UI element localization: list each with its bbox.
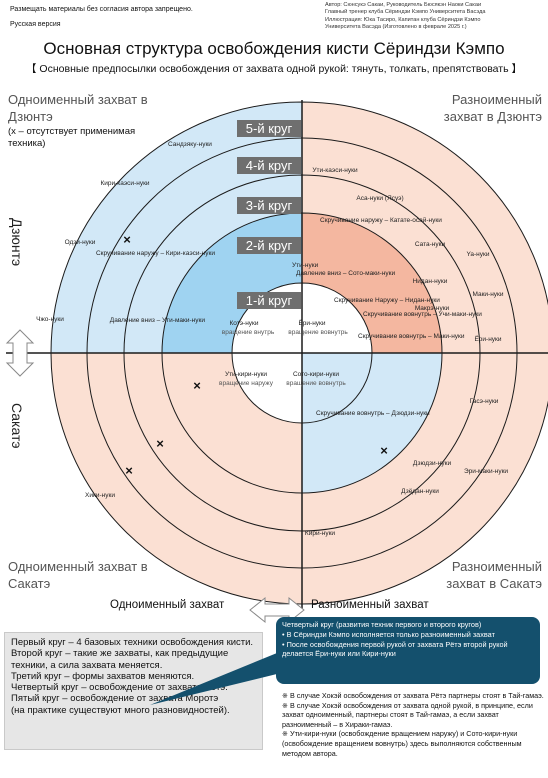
legend-line: Пятый круг – освобождение от захвата Мор… — [11, 693, 219, 705]
technique-label: Кири-каэси-нуки — [100, 180, 149, 187]
technique-label: Хики-нуки — [85, 492, 115, 499]
side-label-junte: Дзюнтэ — [9, 218, 25, 267]
legend-box: Первый круг – 4 базовых техники освобожд… — [4, 632, 263, 750]
technique-label: Макрэ-нуки — [415, 305, 450, 312]
ring-label-2: 2-й круг — [246, 238, 293, 253]
technique-label: Ёри-нуки — [474, 335, 501, 343]
twist-labels: Давление вниз – Ути-маки-нуки Давление в… — [96, 216, 482, 417]
technique-label: Скручивание наружу – Катате-осай-нуки — [320, 216, 442, 224]
legend-line: Второй круг – такие же захваты, как пред… — [11, 648, 229, 671]
technique-label: Котэ-нуки — [229, 320, 258, 327]
ring-label-box — [237, 237, 301, 254]
technique-sublabel: вращение внутрь — [222, 329, 275, 336]
legend-line: Первый круг – 4 базовых техники освобожд… — [11, 637, 254, 648]
technique-label: Скручивание Наружу – Нидан-нуки — [334, 297, 440, 304]
header-left: Размещать материалы без согласия автора … — [10, 5, 193, 30]
page-subtitle: 【 Основные предпосылки освобождения от з… — [26, 63, 522, 75]
ring-label-box — [237, 120, 301, 137]
technique-label: Ya-нуки — [467, 251, 490, 258]
corner-bottom-left: Одноименный захват в Сакатэ — [8, 559, 148, 591]
ring-label-box — [237, 157, 301, 174]
technique-label: Сандзяку-нуки — [168, 141, 212, 148]
technique-label: Кири-нуки — [305, 530, 336, 537]
corner-top-right: Разноименный захват в Дзюнтэ — [443, 92, 542, 124]
bottom-label-same: Одноименный захват — [110, 599, 225, 611]
ring-1 — [231, 282, 373, 424]
no-technique-marks: × × × × × — [123, 232, 388, 478]
note-line: ※ В случае Хокэй освобождения от захвата… — [282, 691, 544, 700]
ring-label-5: 5-й круг — [246, 121, 293, 136]
technique-label: Скручивание наружу – Кири-каэси-нуки — [96, 250, 215, 257]
technique-label: Дзёдан-нуки — [401, 488, 439, 495]
callout-item-text: В Сёриндзи Кэмпо исполняется только разн… — [286, 630, 495, 639]
x-mark-icon: × — [123, 232, 131, 247]
technique-label: Нидан-нуки — [413, 278, 448, 285]
copyright-notice: Размещать материалы без согласия автора … — [10, 6, 193, 13]
credit-line: Университета Васэда (Изготовлено в февра… — [325, 24, 467, 31]
x-mark-icon: × — [156, 436, 164, 451]
technique-label: Аса-нуки (Ясуэ) — [356, 195, 403, 202]
ring-label-4: 4-й круг — [246, 158, 293, 173]
callout-title: Четвертый круг (развития техник первого … — [282, 620, 482, 629]
technique-label: Гасэ-нуки — [470, 398, 499, 405]
technique-label: Ёри-нуки — [298, 319, 325, 327]
callout-item: • В Сёриндзи Кэмпо исполняется только ра… — [282, 630, 495, 639]
technique-sublabel: вращение наружу — [219, 380, 274, 387]
technique-label: Эри-маки-нуки — [464, 468, 508, 475]
x-mark-icon: × — [125, 463, 133, 478]
side-label-sakate: Сакатэ — [9, 403, 25, 449]
ring-label-3: 3-й круг — [246, 198, 293, 213]
ring-labels: 5-й круг 4-й круг 3-й круг 2-й круг 1-й … — [237, 120, 301, 309]
technique-label: Ути-нуки — [292, 262, 319, 269]
technique-label: Сото-кири-нуки — [293, 371, 339, 378]
technique-label: Давление вниз – Ути-маки-нуки — [110, 317, 206, 324]
technique-sublabel: вращение вовнутрь — [286, 380, 346, 387]
legend-line: (на практике существуют много разновидно… — [11, 704, 230, 716]
note-line: ※ Ути-кири-нуки (освобождение вращением … — [282, 729, 522, 758]
technique-label: Дзюдзи-нуки — [413, 460, 452, 467]
credit-line: Автор: Сюнсукэ Сакаи, Руководитель Бюсяк… — [325, 2, 482, 8]
callout-pointer — [150, 653, 285, 705]
technique-label: Ути-каэси-нуки — [312, 167, 358, 174]
x-mark-icon: × — [193, 378, 201, 393]
ring-label-1: 1-й круг — [246, 293, 293, 308]
x-mark-icon: × — [380, 443, 388, 458]
credit-line: Главный тренер клуба Сёриндзи Кэмпо Унив… — [325, 9, 486, 16]
bottom-label-cross: Разноименный захват — [311, 599, 429, 611]
legend-line: Четвертый круг – освобождение от захвата… — [11, 682, 228, 694]
technique-label: Маки-нуки — [472, 291, 503, 298]
technique-labels: Сандзяку-нуки Кири-каэси-нуки Одзи-нуки … — [36, 141, 508, 537]
technique-label: Одзи-нуки — [65, 239, 96, 246]
technique-label: Скручивание вовнутрь – Маки-нуки — [358, 333, 465, 340]
horizontal-double-arrow — [249, 596, 305, 624]
callout-item-text: После освобождения первой рукой от захва… — [282, 640, 508, 658]
credits: Автор: Сюнсукэ Сакаи, Руководитель Бюсяк… — [325, 2, 540, 32]
version-label: Русская версия — [10, 21, 61, 28]
technique-label: Скручивание вовнутрь – Учи-маки-нуки — [363, 311, 482, 318]
technique-sublabel: вращение вовнутрь — [288, 329, 348, 336]
technique-label: Давление вниз – Сото-маки-нуки — [296, 270, 396, 277]
technique-label: Сата-нуки — [415, 241, 446, 248]
page-title: Основная структура освобождения кисти Сё… — [43, 39, 505, 58]
technique-label: Чжо-нуки — [36, 316, 64, 323]
vertical-double-arrow — [5, 329, 35, 377]
ring-4-callout: Четвертый круг (развития техник первого … — [276, 617, 540, 684]
x-mark-note: (x – отсутствует применимая техника) — [8, 126, 136, 149]
technique-label: Скручивание вовнутрь – Дзюдзи-нуки — [316, 410, 430, 417]
legend-line: Третий круг – формы захватов меняются. — [11, 670, 195, 682]
corner-bottom-right: Разноименный захват в Сакатэ — [446, 559, 542, 591]
note-line: ※ В случае Хокэй освобождения от захвата… — [282, 700, 533, 729]
ring-label-box — [237, 292, 301, 309]
ring-label-box — [237, 197, 301, 214]
notes: ※ В случае Хокэй освобождения от захвата… — [282, 691, 544, 758]
credit-line: Иллюстрация: Юка Тасиро, Капитан клуба С… — [325, 16, 481, 23]
technique-label: Ути-кири-нуки — [225, 371, 267, 378]
callout-item: • После освобождения первой рукой от зах… — [282, 640, 508, 658]
corner-top-left: Одноименный захват в Дзюнтэ — [8, 92, 148, 124]
